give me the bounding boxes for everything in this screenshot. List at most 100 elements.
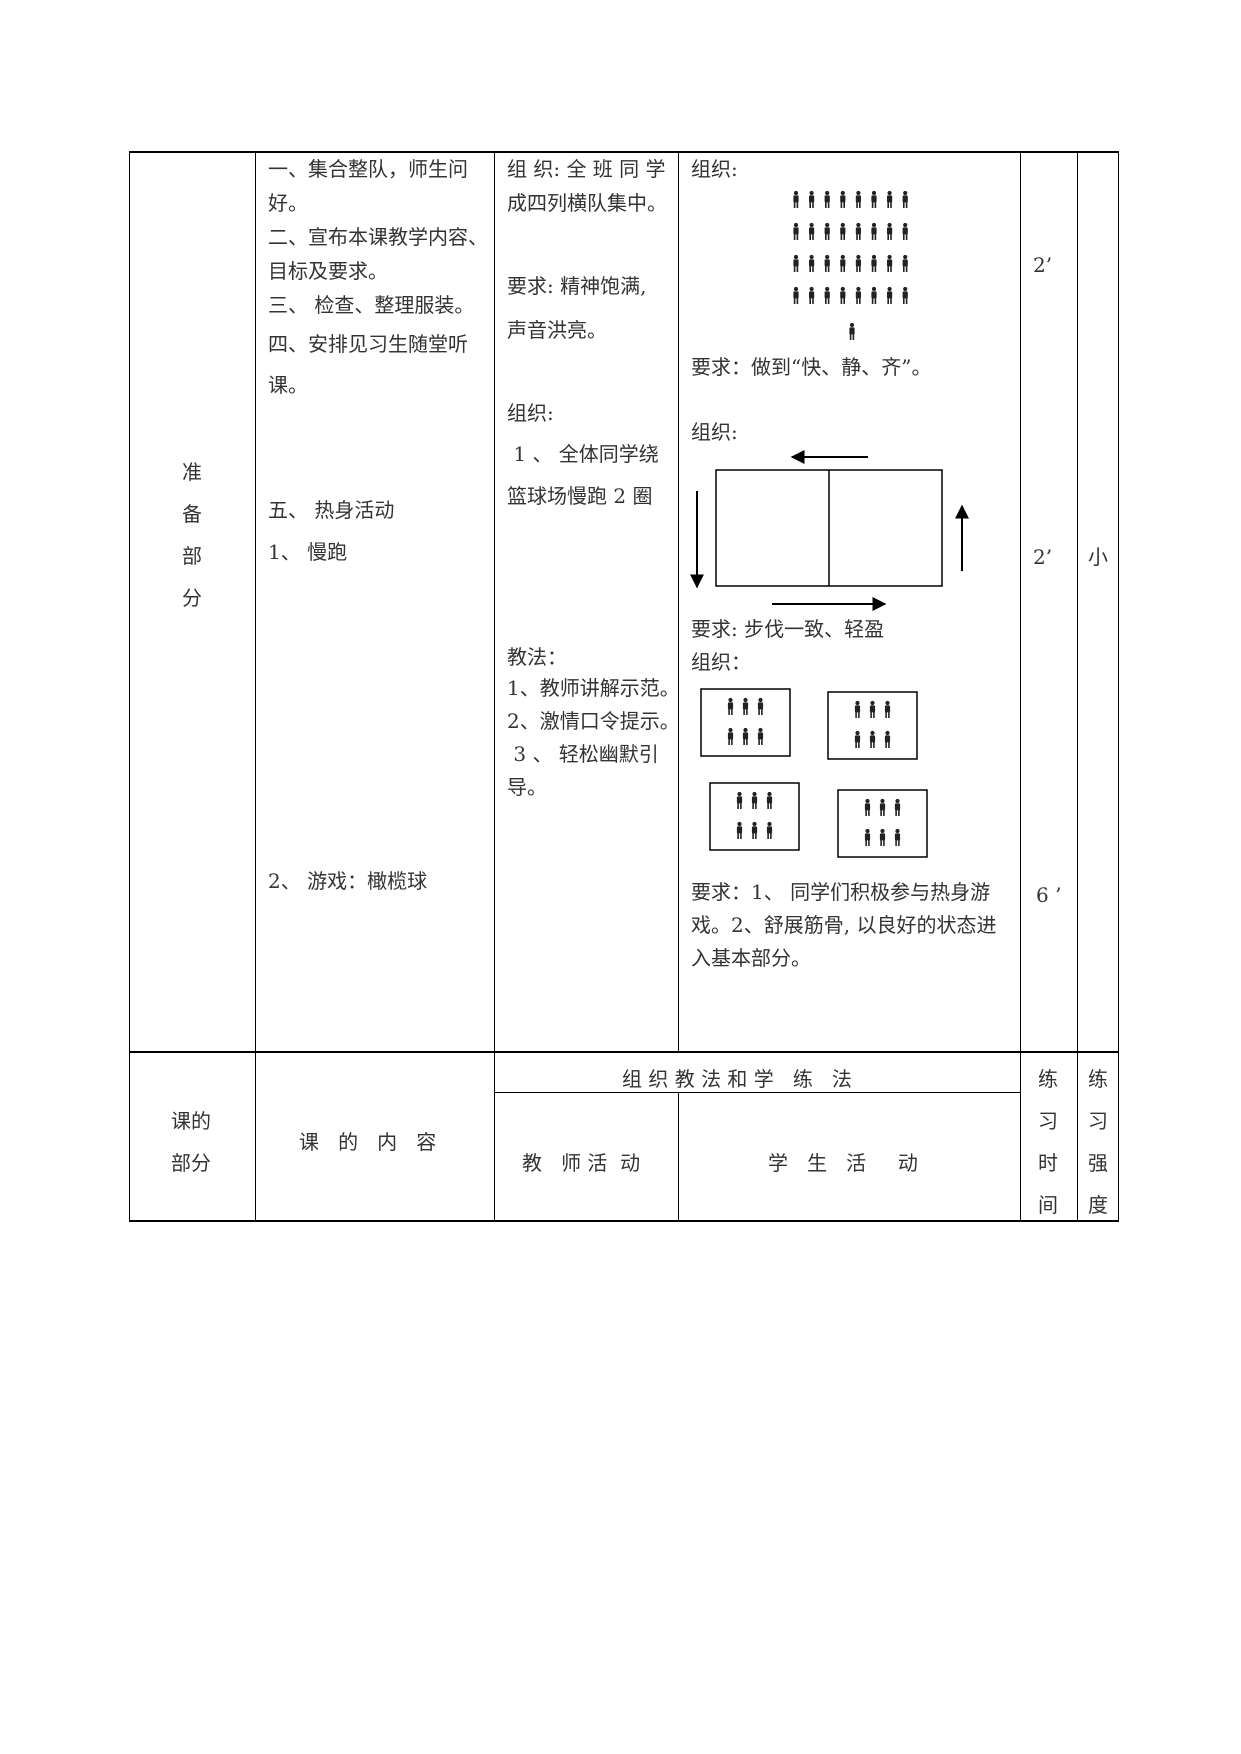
person-icon bbox=[727, 697, 734, 715]
header-intensity-char: 练 bbox=[1088, 1067, 1108, 1091]
header-intensity-char: 习 bbox=[1088, 1109, 1108, 1133]
student-line: 组织： bbox=[691, 650, 751, 674]
person-icon bbox=[894, 798, 901, 816]
person-icon bbox=[809, 190, 815, 208]
teacher-line: 1 、 全体同学绕 bbox=[507, 442, 659, 466]
student-line: 要求: 步伐一致、轻盈 bbox=[691, 617, 885, 641]
person-icon bbox=[751, 791, 758, 809]
header-student-label: 学 生 活 动 bbox=[768, 1151, 918, 1175]
teacher-line: 要求: 精神饱满, bbox=[507, 274, 647, 298]
teacher-line: 声音洪亮。 bbox=[507, 318, 607, 342]
content-line: 目标及要求。 bbox=[268, 259, 388, 283]
teacher-line: 导。 bbox=[507, 775, 547, 799]
section-char: 部 bbox=[182, 544, 202, 568]
person-icon bbox=[902, 190, 908, 208]
col-line-3-bottom bbox=[678, 1092, 679, 1220]
person-icon bbox=[742, 697, 749, 715]
content-line: 二、宣布本课教学内容、 bbox=[268, 225, 488, 249]
teacher-line: 组 织: 全 班 同 学 bbox=[507, 157, 666, 181]
col-line-3-top bbox=[678, 151, 679, 1051]
section-char: 分 bbox=[182, 586, 202, 610]
person-icon bbox=[809, 222, 815, 240]
content-line: 四、安排见习生随堂听 bbox=[268, 332, 468, 356]
header-content-label: 课 的 内 容 bbox=[299, 1130, 437, 1154]
person-icon bbox=[887, 254, 893, 272]
person-icon bbox=[887, 286, 893, 304]
person-icon bbox=[793, 222, 799, 240]
person-icon bbox=[871, 222, 877, 240]
content-line: 五、 热身活动 bbox=[268, 498, 395, 522]
person-icon bbox=[902, 222, 908, 240]
header-section-line: 部分 bbox=[171, 1151, 211, 1175]
person-icon bbox=[902, 254, 908, 272]
person-icon bbox=[879, 828, 886, 846]
person-icon bbox=[887, 190, 893, 208]
col-line-5 bbox=[1077, 151, 1078, 1221]
content-line: 三、 检查、整理服装。 bbox=[268, 293, 475, 317]
teacher-line: 1、教师讲解示范。 bbox=[507, 676, 680, 700]
group-box bbox=[700, 688, 791, 757]
person-icon bbox=[793, 190, 799, 208]
person-icon bbox=[824, 286, 830, 304]
person-icon bbox=[854, 700, 861, 718]
header-time-char: 练 bbox=[1038, 1067, 1058, 1091]
table-top-border bbox=[129, 151, 1119, 153]
student-line: 组织: bbox=[691, 420, 738, 444]
person-icon bbox=[902, 286, 908, 304]
person-icon bbox=[793, 254, 799, 272]
content-line: 一、集合整队，师生问 bbox=[268, 157, 468, 181]
person-icon bbox=[742, 727, 749, 745]
court-running-diagram bbox=[690, 450, 969, 611]
time-value: 6 ’ bbox=[1036, 883, 1062, 907]
header-section-line: 课的 bbox=[171, 1109, 211, 1133]
header-time-char: 习 bbox=[1038, 1109, 1058, 1133]
person-icon bbox=[727, 727, 734, 745]
person-icon bbox=[757, 697, 764, 715]
teacher-person-icon bbox=[849, 322, 855, 340]
methods-subdivider bbox=[494, 1092, 1020, 1093]
group-box bbox=[709, 782, 800, 851]
group-box bbox=[837, 789, 928, 858]
person-icon bbox=[871, 254, 877, 272]
person-icon bbox=[871, 286, 877, 304]
person-icon bbox=[824, 190, 830, 208]
header-intensity-char: 度 bbox=[1088, 1193, 1108, 1217]
col-line-1 bbox=[255, 151, 256, 1221]
person-icon bbox=[864, 828, 871, 846]
student-line: 组织: bbox=[691, 157, 738, 181]
header-teacher-label: 教 师 活 动 bbox=[522, 1151, 641, 1175]
content-line: 好。 bbox=[268, 191, 308, 215]
person-icon bbox=[757, 727, 764, 745]
person-icon bbox=[855, 190, 861, 208]
time-value: 2’ bbox=[1033, 545, 1053, 569]
table-bottom-border bbox=[129, 1220, 1119, 1222]
section-char: 备 bbox=[182, 502, 202, 526]
person-icon bbox=[869, 730, 876, 748]
person-icon bbox=[840, 190, 846, 208]
group-box bbox=[827, 691, 918, 760]
content-line: 1、 慢跑 bbox=[268, 540, 348, 564]
col-line-left bbox=[129, 151, 130, 1221]
person-icon bbox=[824, 222, 830, 240]
student-line: 要求：1、 同学们积极参与热身游 bbox=[691, 880, 991, 904]
person-icon bbox=[884, 700, 891, 718]
person-icon bbox=[840, 286, 846, 304]
group-boxes-diagram bbox=[700, 688, 928, 858]
content-line: 课。 bbox=[268, 373, 308, 397]
person-icon bbox=[736, 791, 743, 809]
header-methods-label: 组 织 教 法 和 学 练 法 bbox=[622, 1067, 852, 1091]
person-icon bbox=[793, 286, 799, 304]
content-line: 2、 游戏：橄榄球 bbox=[268, 869, 428, 893]
student-line: 要求：做到“快、静、齐”。 bbox=[691, 355, 932, 379]
teacher-line: 组织: bbox=[507, 401, 554, 425]
person-icon bbox=[871, 190, 877, 208]
person-icon bbox=[766, 791, 773, 809]
header-intensity-char: 强 bbox=[1088, 1151, 1108, 1175]
person-icon bbox=[809, 286, 815, 304]
person-icon bbox=[840, 222, 846, 240]
formation-four-rows bbox=[793, 190, 908, 340]
section-divider bbox=[129, 1051, 1119, 1053]
col-line-2 bbox=[494, 151, 495, 1221]
intensity-value: 小 bbox=[1088, 545, 1108, 569]
